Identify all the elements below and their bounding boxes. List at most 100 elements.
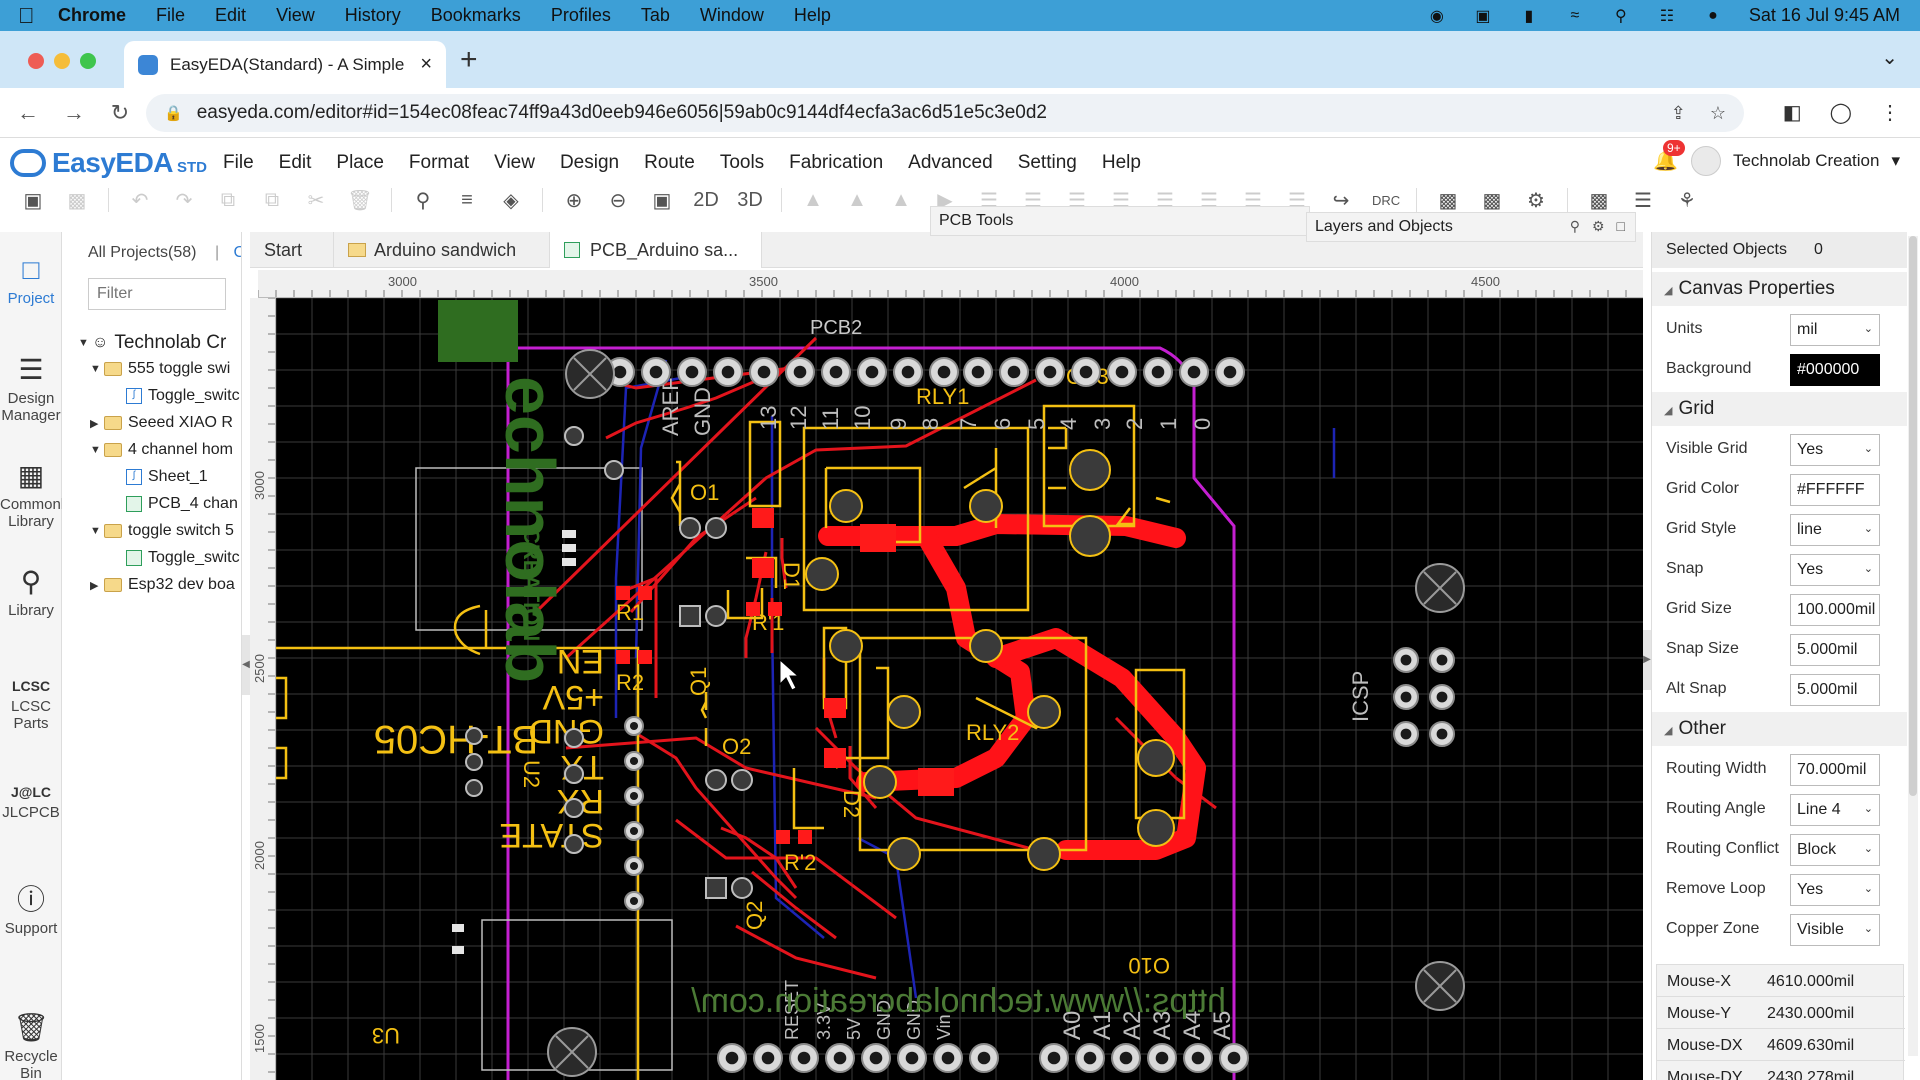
control-center-icon[interactable]: ☷ <box>1659 7 1675 25</box>
tree-root[interactable]: ▼ ☺ Technolab Cr <box>78 332 226 354</box>
maximize-icon[interactable]: □ <box>1616 218 1625 234</box>
zoom-in-icon[interactable]: ⊕ <box>565 189 583 212</box>
wifi-icon[interactable]: ≈ <box>1570 6 1580 24</box>
menu-history[interactable]: History <box>344 5 401 25</box>
eda-menu-design[interactable]: Design <box>559 152 620 173</box>
close-window-button[interactable] <box>28 53 44 69</box>
grid-section[interactable]: ◢Grid <box>1652 392 1907 426</box>
chrome-menu-icon[interactable]: ⋮ <box>1880 102 1900 124</box>
drc-button[interactable]: DRC <box>1372 192 1401 208</box>
tab-start[interactable]: Start <box>250 232 334 268</box>
siri-icon[interactable]: ● <box>1708 6 1718 24</box>
collapse-triangle-icon[interactable]: ◢ <box>1664 285 1673 297</box>
apple-icon[interactable]:  <box>18 3 58 29</box>
avatar[interactable] <box>1690 146 1721 176</box>
view-2d-button[interactable]: 2D <box>693 188 719 211</box>
browser-tab-easyeda[interactable]: EasyEDA(Standard) - A Simple × <box>124 41 446 88</box>
eda-menu-file[interactable]: File <box>223 152 254 173</box>
rail-support[interactable]: ⓘ Support <box>0 884 62 937</box>
tree-item[interactable]: ▼ toggle switch 5 <box>90 522 234 540</box>
eda-menu-view[interactable]: View <box>494 152 535 173</box>
close-tab-icon[interactable]: × <box>420 53 432 75</box>
pcb-drawing[interactable]: PCB2 <box>276 298 1643 1080</box>
save-icon[interactable]: ▩ <box>67 189 87 212</box>
pcb-tools-panel[interactable]: PCB Tools <box>930 206 1310 236</box>
notification-bell-icon[interactable]: 🔔9+ <box>1653 140 1685 174</box>
eda-menu-edit[interactable]: Edit <box>278 152 312 173</box>
eda-menu-route[interactable]: Route <box>644 152 695 173</box>
visible-grid-select[interactable]: Yes⌄ <box>1790 434 1880 466</box>
rail-commonly-library[interactable]: ▦ Commonly Library <box>0 460 72 531</box>
spotlight-icon[interactable]: ⚲ <box>1615 7 1627 25</box>
forward-icon[interactable]: → <box>63 99 85 125</box>
rail-library[interactable]: ⚲ Library <box>0 566 62 619</box>
menu-help[interactable]: Help <box>793 5 831 25</box>
tab-search-chevron-icon[interactable]: ⌄ <box>1881 47 1898 69</box>
delete-icon[interactable]: 🗑 <box>347 189 373 212</box>
layers-objects-panel[interactable]: Layers and Objects ⚲ ⚙ □ <box>1306 212 1636 242</box>
eda-menu-help[interactable]: Help <box>1101 152 1141 173</box>
eda-menu-fabrication[interactable]: Fabrication <box>789 152 884 173</box>
eda-menu-tools[interactable]: Tools <box>719 152 765 173</box>
zoom-out-icon[interactable]: ⊖ <box>609 189 627 212</box>
settings-gear-icon[interactable]: ⚙ <box>1591 218 1605 234</box>
rail-lcsc-parts[interactable]: LCSC LCSC Parts <box>0 678 62 733</box>
sidepanel-icon[interactable]: ◧ <box>1782 102 1802 124</box>
find-icon[interactable]: ⚲ <box>415 189 431 212</box>
export-image-icon[interactable]: ▩ <box>1589 189 1609 212</box>
zoom-window-button[interactable] <box>80 53 96 69</box>
tab-pcb-arduino[interactable]: PCB_Arduino sa... <box>550 232 762 268</box>
paste-icon[interactable]: ⧉ <box>264 188 280 211</box>
expand-icon[interactable]: ▶ <box>90 579 99 592</box>
routing-angle-select[interactable]: Line 4⌄ <box>1790 794 1880 826</box>
scrollbar-thumb[interactable] <box>1909 236 1917 796</box>
layers-icon[interactable]: ☰ <box>1634 189 1652 212</box>
pin-icon[interactable]: ⚲ <box>1569 218 1580 234</box>
menu-tab[interactable]: Tab <box>640 5 670 25</box>
rail-recycle-bin[interactable]: 🗑 Recycle Bin <box>0 1012 62 1080</box>
tab-arduino-sandwich[interactable]: Arduino sandwich <box>334 232 550 268</box>
projects-tab-2[interactable]: C <box>234 244 241 261</box>
menu-window[interactable]: Window <box>699 5 764 25</box>
collapse-triangle-icon[interactable]: ◢ <box>1664 725 1673 737</box>
menu-bookmarks[interactable]: Bookmarks <box>430 5 521 25</box>
rail-design-manager[interactable]: ☰ Design Manager <box>0 354 62 425</box>
other-section[interactable]: ◢Other <box>1652 712 1907 746</box>
background-color-field[interactable]: #000000 <box>1790 354 1880 386</box>
eda-menu-format[interactable]: Format <box>408 152 470 173</box>
expand-icon[interactable]: ▼ <box>90 525 101 537</box>
panel-collapse-handle[interactable]: ◀ <box>242 635 250 695</box>
expand-icon[interactable]: ▼ <box>90 363 101 375</box>
project-filter-input[interactable] <box>88 278 226 310</box>
tree-item[interactable]: ▼ 4 channel hom <box>90 441 233 459</box>
tree-item[interactable]: Toggle_switc <box>126 549 240 567</box>
car-icon[interactable]: ▣ <box>1475 7 1491 25</box>
eda-menu-place[interactable]: Place <box>336 152 384 173</box>
routing-conflict-select[interactable]: Block⌄ <box>1790 834 1880 866</box>
grid-color-field[interactable]: #FFFFFF <box>1790 474 1880 506</box>
copper-zone-select[interactable]: Visible⌄ <box>1790 914 1880 946</box>
share-design-icon[interactable]: ⚘ <box>1678 189 1696 212</box>
remove-loop-select[interactable]: Yes⌄ <box>1790 874 1880 906</box>
tree-item[interactable]: ▶ Esp32 dev boa <box>90 576 235 594</box>
units-select[interactable]: mil⌄ <box>1790 314 1880 346</box>
user-name[interactable]: Technolab Creation <box>1732 151 1880 170</box>
eda-menu-advanced[interactable]: Advanced <box>908 152 993 173</box>
menu-view[interactable]: View <box>276 5 315 25</box>
tree-item[interactable]: ∫ Toggle_switc <box>126 387 240 405</box>
user-chevron-icon[interactable]: ▾ <box>1891 151 1900 170</box>
grid-size-field[interactable]: 100.000mil <box>1790 594 1880 626</box>
canvas-collapse-handle[interactable]: ▶ <box>1643 630 1651 690</box>
bom-icon[interactable]: ▩ <box>1438 189 1458 212</box>
flip-vertical-icon[interactable]: ▲ <box>847 188 867 211</box>
expand-icon[interactable]: ▶ <box>90 417 99 430</box>
tree-item[interactable]: ∫ Sheet_1 <box>126 468 208 486</box>
battery-icon[interactable]: ▮ <box>1524 7 1534 25</box>
grid-style-select[interactable]: line⌄ <box>1790 514 1880 546</box>
expand-icon[interactable]: ▼ <box>78 337 89 349</box>
order-pcb-icon[interactable]: ⚙ <box>1527 189 1545 212</box>
clock[interactable]: Sat 16 Jul 9:45 AM <box>1748 5 1900 25</box>
collapse-triangle-icon[interactable]: ◢ <box>1664 405 1673 417</box>
properties-scrollbar[interactable] <box>1908 236 1918 1056</box>
menu-edit[interactable]: Edit <box>215 5 247 25</box>
